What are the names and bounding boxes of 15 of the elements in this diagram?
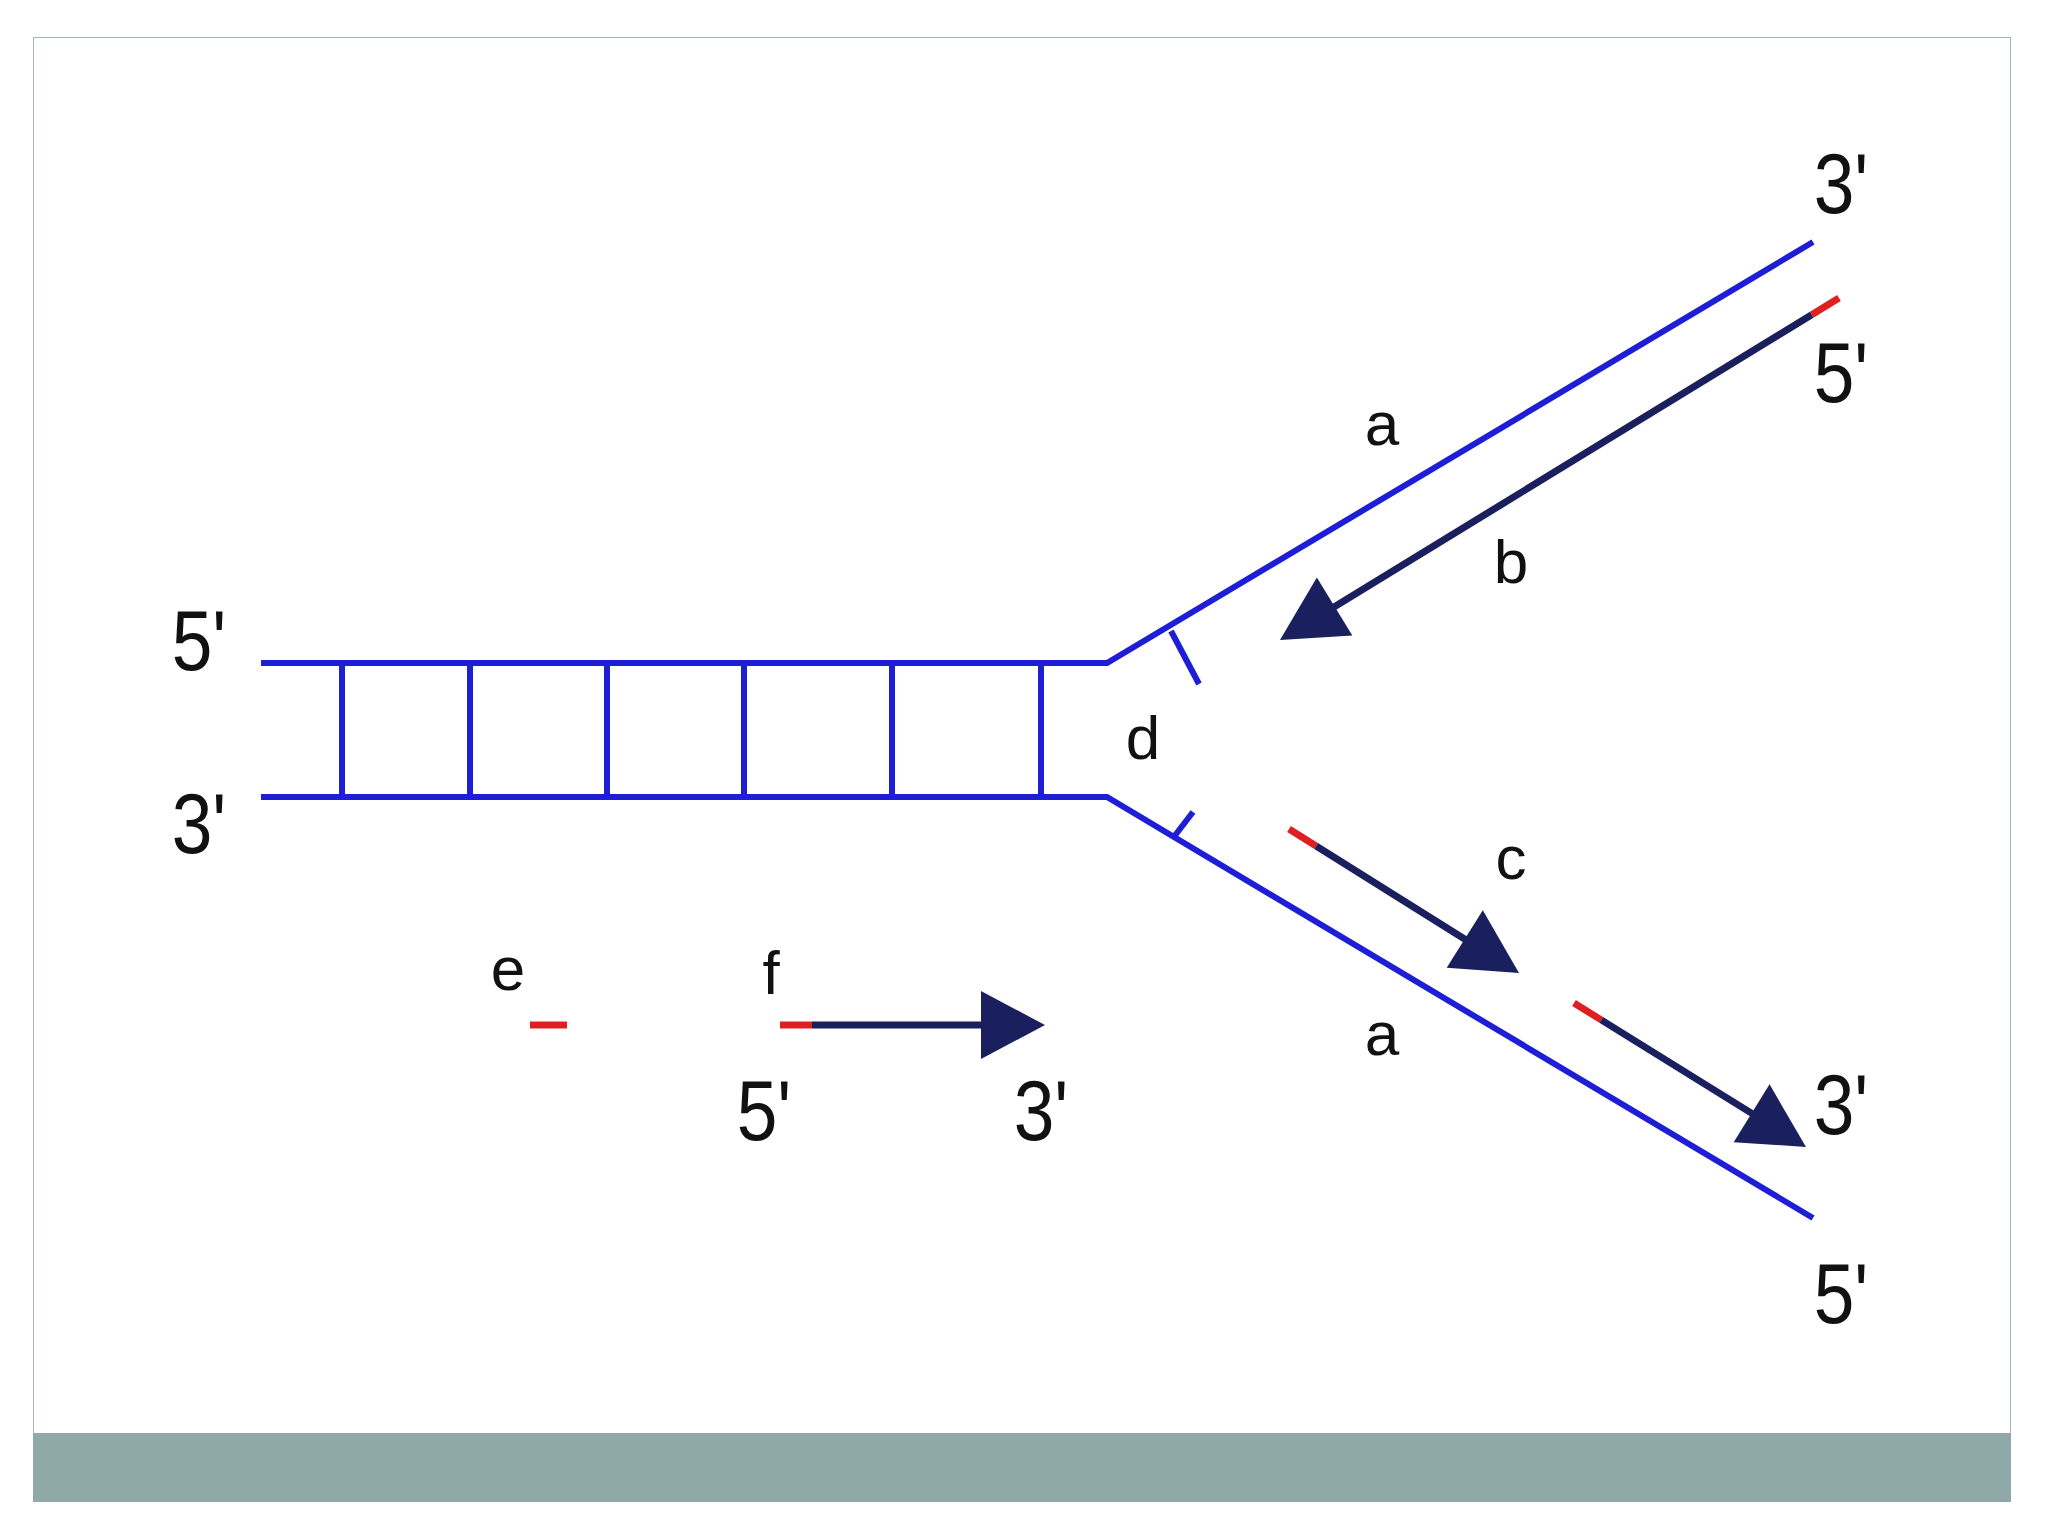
strand-end-label: 3' [171, 780, 227, 866]
part-label: a [1364, 393, 1400, 455]
part-label: c [1495, 827, 1527, 889]
part-label: a [1364, 1003, 1400, 1065]
part-label: b [1493, 531, 1529, 593]
part-label: f [762, 942, 780, 1004]
strand-end-label: 5' [1813, 329, 1869, 415]
strand-end-label: 5' [736, 1067, 792, 1153]
strand-end-label: 3' [1013, 1067, 1069, 1153]
strand-end-label: 3' [1813, 140, 1869, 226]
strand-end-label: 5' [1813, 1250, 1869, 1336]
strand-end-label: 3' [1813, 1061, 1869, 1147]
strand-end-label: 5' [171, 597, 227, 683]
part-label: e [490, 938, 526, 1000]
part-label: d [1125, 707, 1161, 769]
